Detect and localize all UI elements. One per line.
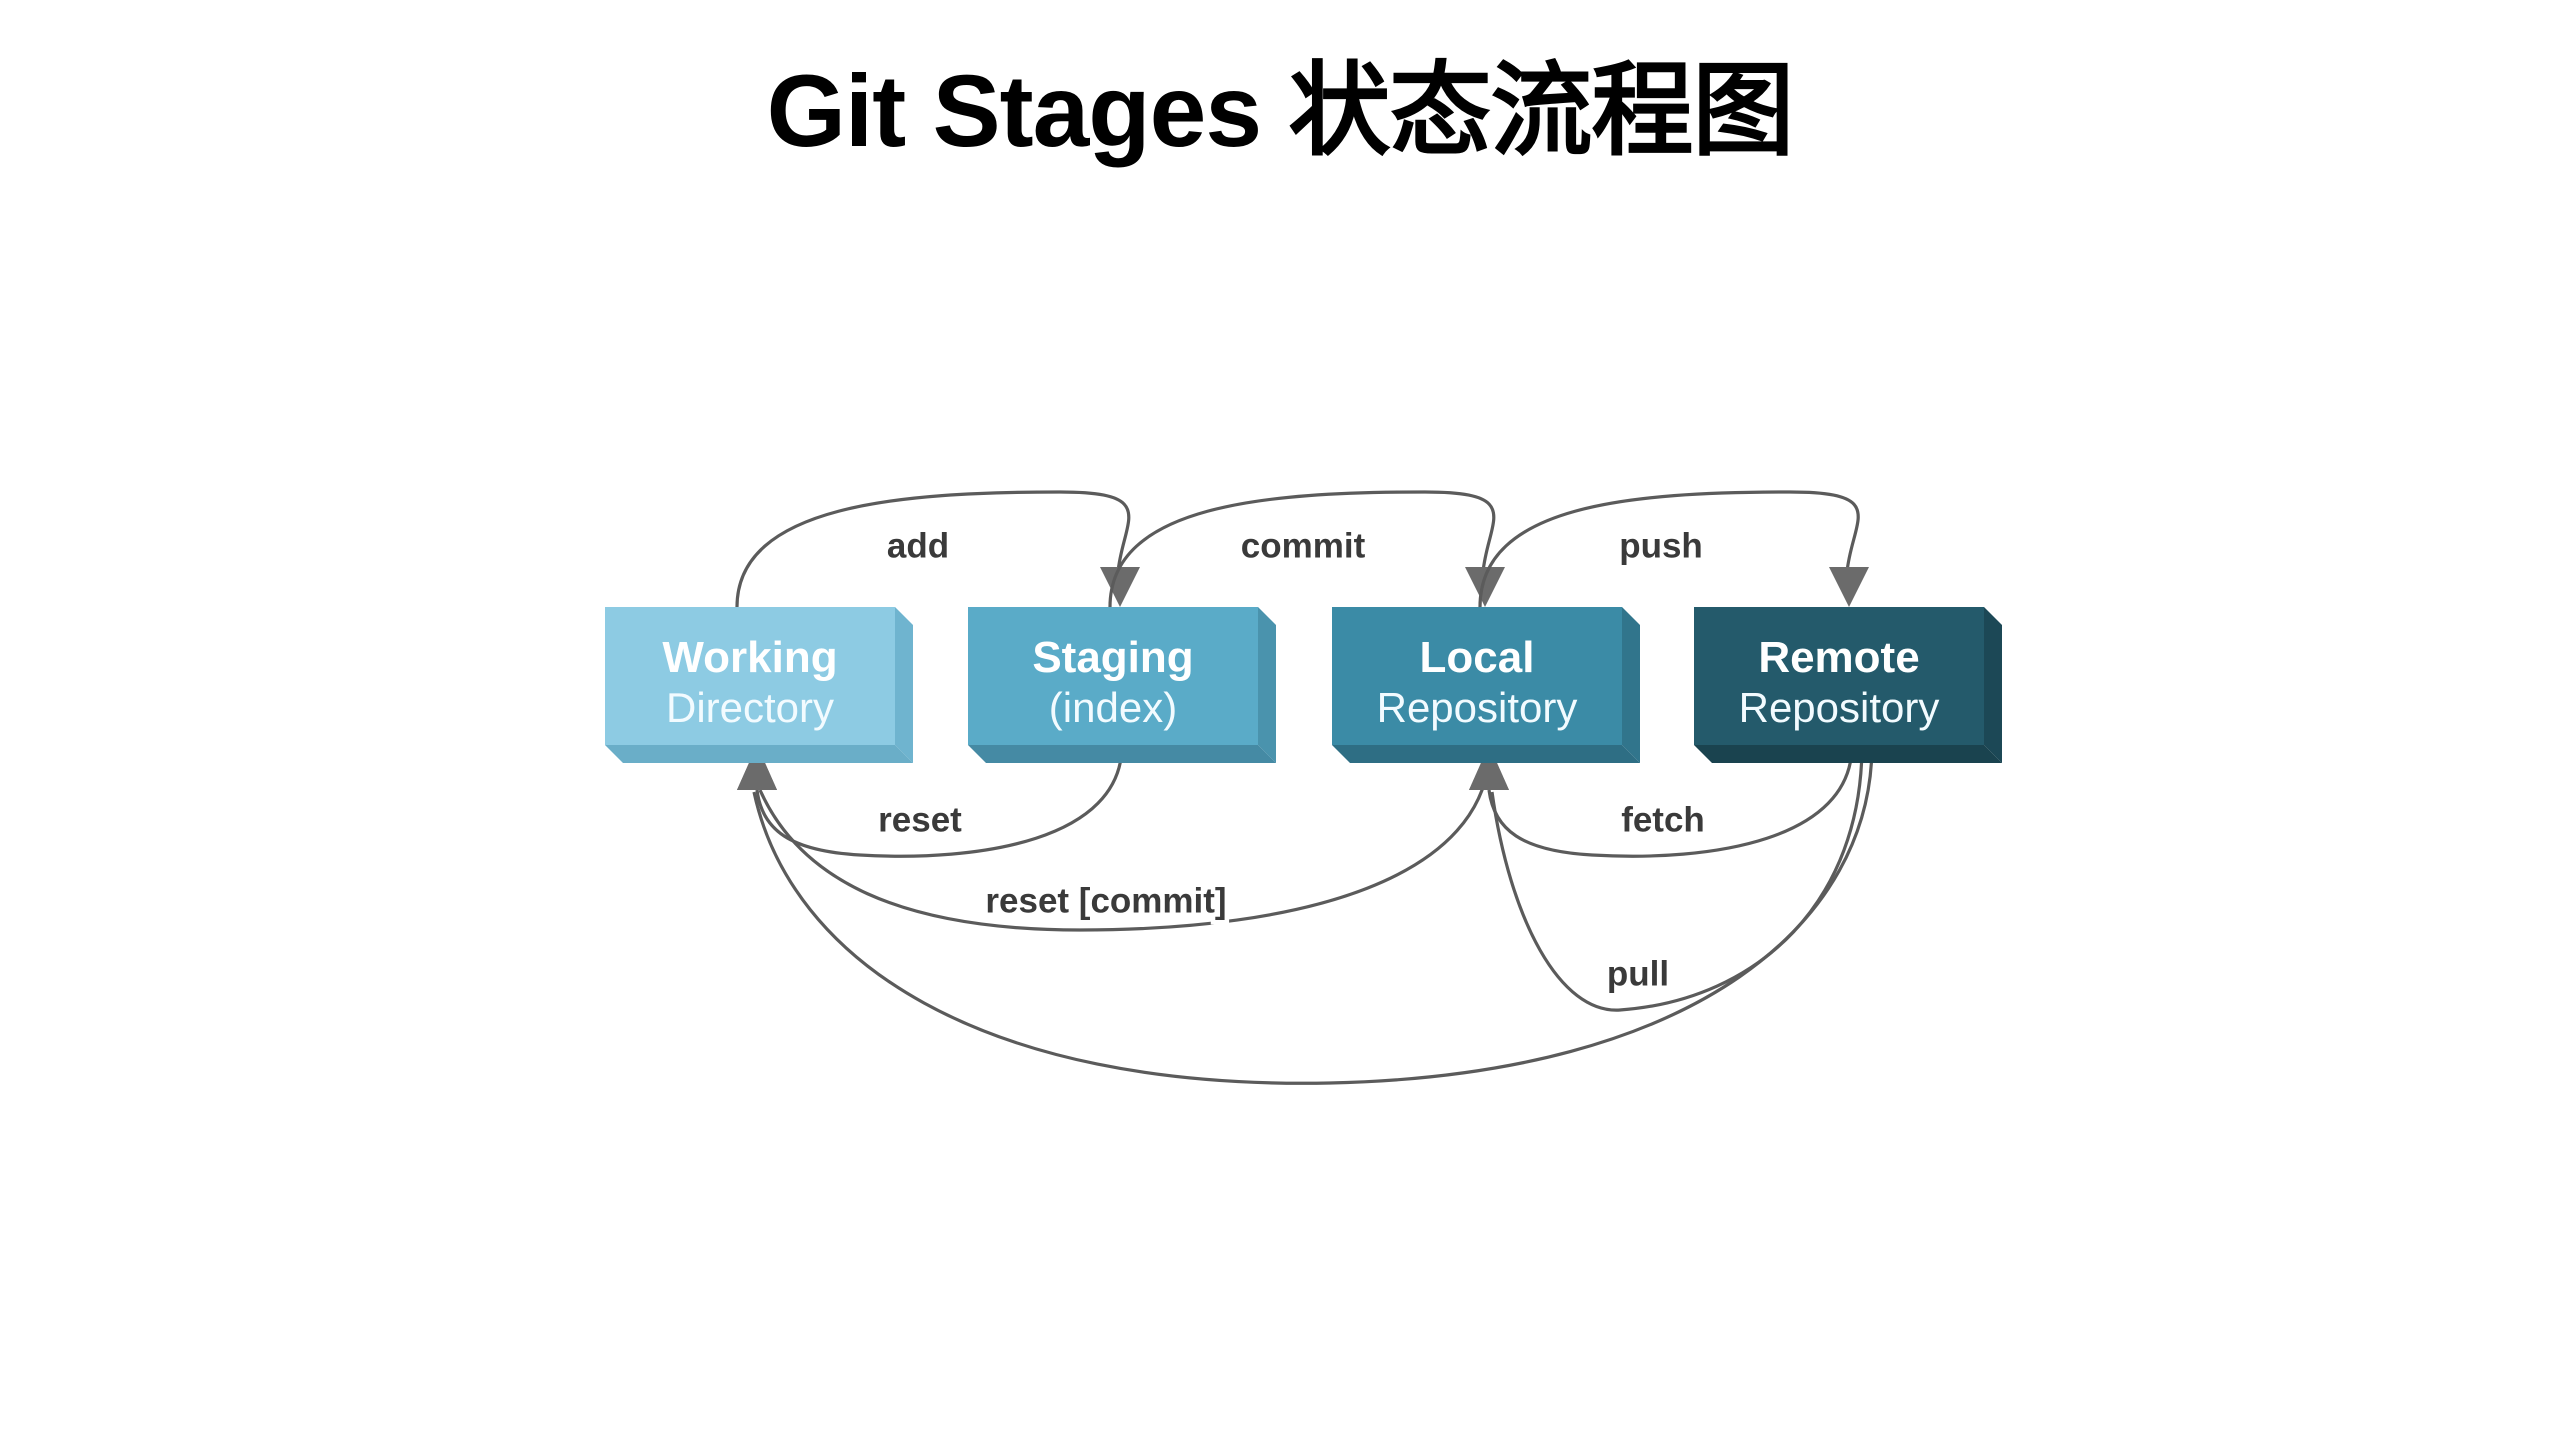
edge-commit-path [1108, 490, 1496, 608]
edge-fetch-path [1487, 744, 1854, 858]
node-remote-repository[interactable]: Remote Repository [1694, 607, 2002, 763]
edge-commit-arrowhead [1465, 567, 1505, 607]
node-local-side-face [1622, 607, 1640, 763]
node-remote-front-face [1694, 607, 1984, 745]
edge-reset-path [755, 744, 1124, 858]
node-working-title: Working [662, 633, 837, 682]
node-staging-title: Staging [1032, 633, 1193, 682]
edge-pull-local-arrowhead [1469, 745, 1509, 790]
node-working-bottom-face [605, 745, 913, 763]
node-working-front-face [605, 607, 895, 745]
node-working-subtitle: Directory [666, 684, 834, 731]
node-local-subtitle: Repository [1377, 684, 1578, 731]
edge-pull-local-path [1490, 744, 1864, 1012]
page-title: Git Stages 状态流程图 [766, 54, 1795, 168]
node-staging-front-face [968, 607, 1258, 745]
node-staging-side-face [1258, 607, 1276, 763]
edge-label-reset: reset [878, 800, 962, 839]
edge-push-path [1478, 490, 1860, 608]
edge-labels: add commit push reset reset [commit] fet… [874, 522, 1710, 998]
node-local-title: Local [1420, 633, 1535, 682]
node-remote-title: Remote [1758, 633, 1919, 682]
edge-label-fetch: fetch [1621, 800, 1705, 839]
node-working-side-face [895, 607, 913, 763]
node-local-bottom-face [1332, 745, 1640, 763]
edge-pull-to-local [1469, 744, 1864, 1012]
node-remote-subtitle: Repository [1739, 684, 1940, 731]
node-staging-bottom-face [968, 745, 1276, 763]
edge-pull [737, 744, 1874, 1085]
edge-label-reset-commit: reset [commit] [985, 881, 1226, 920]
node-staging[interactable]: Staging (index) [968, 607, 1276, 763]
edge-label-pull: pull [1607, 954, 1669, 993]
edge-push [1478, 490, 1869, 608]
node-staging-subtitle: (index) [1049, 684, 1177, 731]
edge-add-arrowhead [1100, 567, 1140, 607]
edge-push-arrowhead [1829, 567, 1869, 607]
edge-label-add: add [887, 526, 949, 565]
edge-reset-commit-path [758, 744, 1492, 932]
edge-add [735, 490, 1140, 608]
edge-pull-path [752, 744, 1874, 1085]
node-remote-side-face [1984, 607, 2002, 763]
node-local-front-face [1332, 607, 1622, 745]
edge-add-path [735, 490, 1131, 608]
edge-label-push: push [1619, 526, 1703, 565]
node-remote-bottom-face [1694, 745, 2002, 763]
node-working-directory[interactable]: Working Directory [605, 607, 913, 763]
node-local-repository[interactable]: Local Repository [1332, 607, 1640, 763]
edge-commit [1108, 490, 1505, 608]
edge-pull-arrowhead [737, 745, 777, 790]
edge-label-commit: commit [1241, 526, 1366, 565]
